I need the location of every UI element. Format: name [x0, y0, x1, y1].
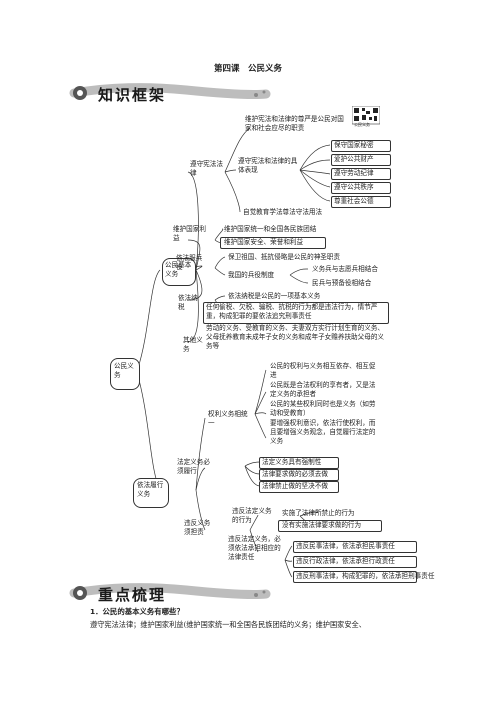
node-breach-duty-mid-item-1: 实施了法律所禁止的行为 [282, 509, 355, 517]
root-node-label: 公民义务 [114, 362, 134, 379]
node-obey-law-item-4: 遵守公共秩序 [334, 183, 374, 191]
node-breach-duty-low-item-2: 违反行政法律，依法承担行政责任 [296, 557, 395, 565]
node-obey-law-item-box [331, 154, 391, 166]
node-national-interest: 维护国家利益 [173, 225, 206, 242]
node-legal-duty: 法定义务必须履行 [177, 458, 210, 475]
qr-code: 公民义务 [351, 105, 381, 130]
node-national-interest-box [220, 237, 326, 249]
question-1: 1．公民的基本义务有哪些？ [90, 607, 184, 616]
node-obey-law-item-box [331, 196, 391, 208]
node-obey-law-item-box [331, 182, 391, 194]
node-military-service: 依法服兵役 [176, 254, 203, 271]
node-obey-law: 遵守宪法法律 [190, 160, 223, 177]
node-tax-top: 依法纳税是公民的一项基本义务 [228, 292, 321, 300]
node-obey-law-item-3: 遵守劳动纪律 [334, 169, 374, 177]
root-node [110, 358, 140, 390]
node-military-service-item-1: 义务兵与志愿兵相结合 [312, 265, 378, 273]
node-military-service-top: 保卫祖国、抵抗侵略是公民的神圣职责 [228, 253, 341, 261]
node-national-interest-item-1: 维护国家统一和全国各民族团结 [224, 225, 317, 233]
node-other-duties: 其他义务 [183, 336, 203, 353]
node-breach-duty: 违反义务须担责 [184, 519, 211, 536]
node-other-duties-text: 劳动的义务、受教育的义务、夫妻双方实行计划生育的义务、父母抚养教育未成年子女的义… [206, 324, 385, 350]
node-rights-duties-item-4: 要增强权利意识，依法行使权利，而且要增强义务观念，自觉履行法定的义务 [270, 419, 376, 445]
node-rights-duties-item-3: 公民的某些权利同时也是义务（如劳动和受教育） [270, 400, 376, 417]
node-rights-duties-item-2: 公民既是合法权利的享有者，又是法定义务的承担者 [270, 381, 376, 398]
branch-basic-duties-label: 公民基本义务 [165, 261, 192, 278]
qr-label: 公民义务 [354, 122, 370, 127]
node-obey-law-top: 维护宪法和法律的尊严是公民对国家和社会应尽的职责 [245, 115, 344, 132]
node-breach-duty-low-item-box [293, 541, 417, 553]
node-tax: 依法纳税 [178, 294, 198, 311]
node-obey-law-bottom: 自觉教育学法尊法守法用法 [243, 208, 323, 216]
node-rights-duties-item-1: 公民的权利与义务相互依存、相互促进 [270, 362, 376, 379]
banner-ribbon-icon [69, 83, 271, 100]
node-obey-law-item-5: 尊重社会公德 [334, 197, 374, 205]
node-breach-duty-low-item-box [293, 571, 417, 583]
branch-fulfil-duties [133, 478, 169, 508]
node-breach-duty-mid-box [278, 520, 382, 532]
branch-fulfil-duties-label: 依法履行义务 [137, 481, 164, 498]
node-obey-law-item-2: 爱护公共财产 [334, 155, 374, 163]
node-tax-text: 任何偷税、欠税、骗税、抗税的行为都是违法行为，情节严重，构成犯罪的要依法追究刑事… [206, 303, 378, 320]
node-obey-law-item-box [331, 140, 391, 152]
node-legal-duty-item-2: 法律要求做的必须去做 [262, 470, 328, 478]
node-military-service-item-2: 民兵与预备役相结合 [312, 279, 372, 287]
node-rights-duties: 权利义务相统一 [208, 410, 248, 427]
answer-1: 遵守宪法法律；维护国家利益(维护国家统一和全国各民族团结的义务；维护国家安全、 [90, 620, 366, 629]
node-national-interest-item-2: 维护国家安全、荣誉和利益 [224, 238, 304, 246]
node-obey-law-mid: 遵守宪法和法律的具体表现 [238, 157, 298, 174]
node-breach-duty-mid-item-2: 没有实施法律要求做的行为 [282, 521, 362, 529]
node-breach-duty-low-item-box [293, 556, 417, 568]
node-breach-duty-low: 违反法定义务，必须依法承担相应的法律责任 [228, 535, 281, 561]
node-legal-duty-item-3: 法律禁止做的坚决不做 [262, 482, 328, 490]
qr-code-icon [351, 105, 381, 125]
node-obey-law-item-1: 保守国家秘密 [334, 141, 374, 149]
node-obey-law-item-box [331, 168, 391, 180]
node-breach-duty-low-item-3: 违反刑事法律，构成犯罪的，依法承担刑事责任 [296, 572, 435, 580]
node-breach-duty-mid: 违反法定义务的行为 [232, 507, 272, 524]
node-legal-duty-item-1: 法定义务具有强制性 [262, 458, 322, 466]
node-legal-duty-item-box [259, 457, 339, 469]
page-title: 第四课 公民义务 [213, 64, 282, 74]
node-legal-duty-item-box [259, 469, 339, 481]
banner-title: 知识框架 [98, 86, 167, 104]
node-breach-duty-low-item-1: 违反民事法律，依法承担民事责任 [296, 542, 395, 550]
branch-basic-duties [162, 258, 196, 286]
node-tax-box [203, 302, 389, 324]
node-military-service-mid: 我国的兵役制度 [228, 271, 275, 279]
banner-title: 重点梳理 [98, 586, 167, 604]
banner-ribbon-icon [69, 583, 271, 600]
section-banner-framework: 知识框架 [66, 82, 271, 104]
node-legal-duty-item-box [259, 481, 339, 493]
section-banner-keypoints: 重点梳理 [66, 582, 271, 604]
